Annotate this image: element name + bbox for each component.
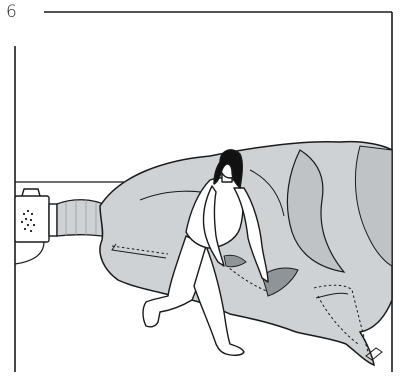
inflatable-fabric bbox=[100, 142, 392, 365]
power-cord bbox=[15, 242, 44, 264]
blower-unit bbox=[15, 189, 57, 264]
